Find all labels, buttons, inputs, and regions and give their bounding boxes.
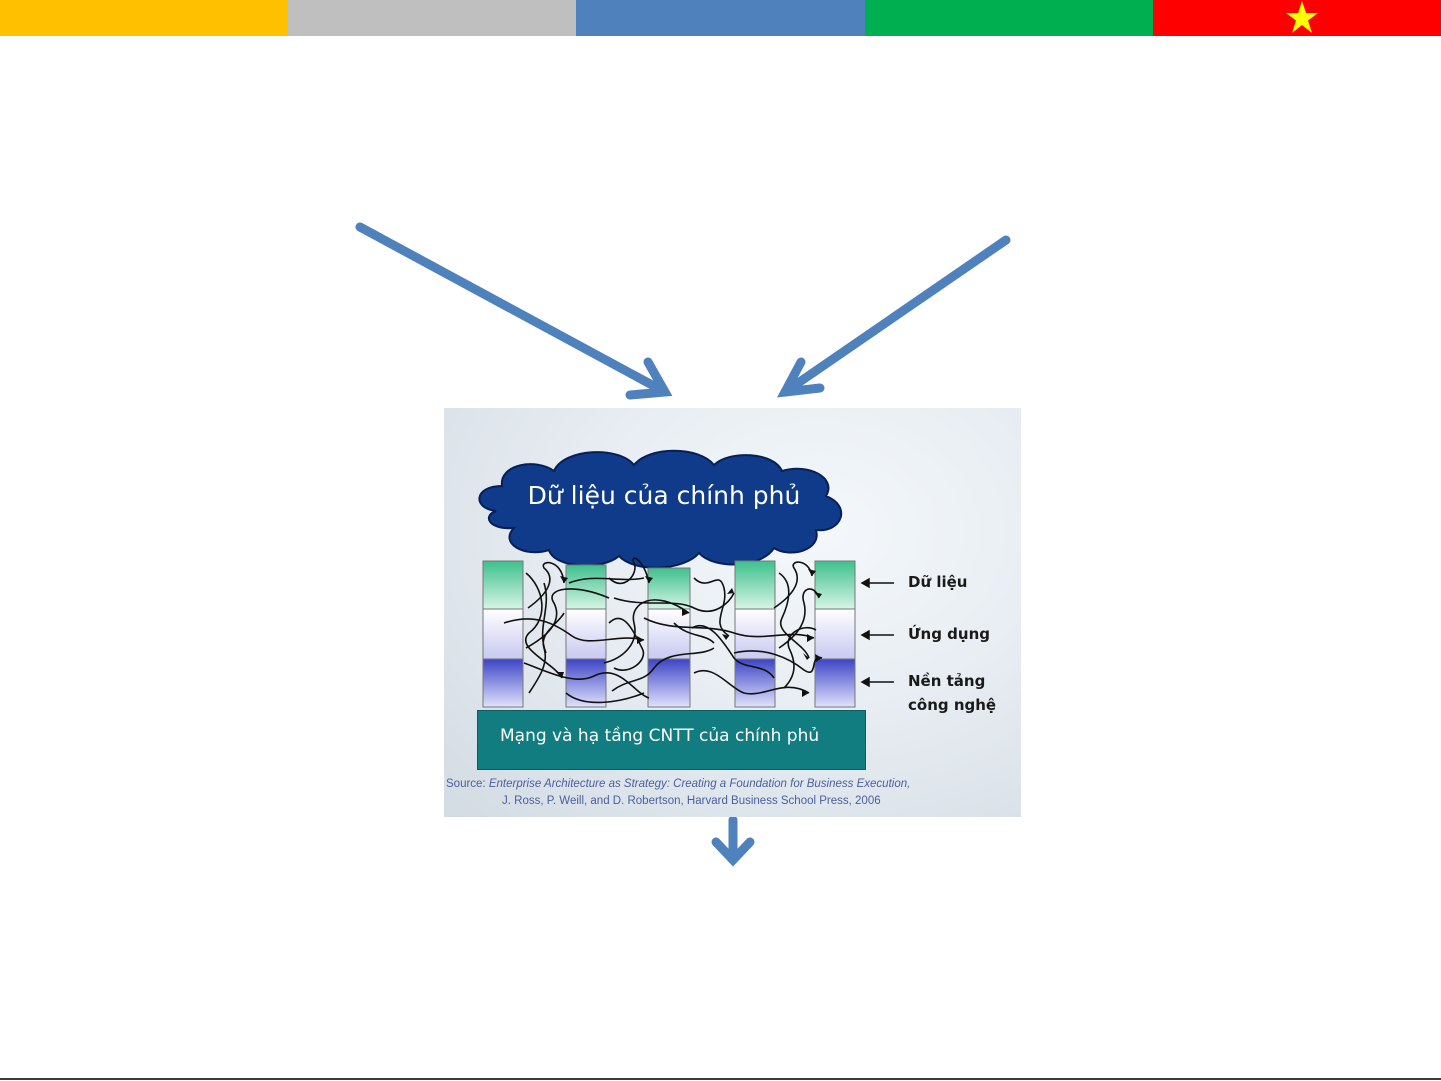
layer-pointer-arrows [862,579,894,686]
silo-5 [815,561,855,707]
network-label: Mạng và hạ tầng CNTT của chính phủ [500,726,819,746]
silo-3 [648,568,690,707]
arrow-from-left-icon [360,227,665,395]
silo-1 [483,561,523,707]
network-infrastructure-box: Mạng và hạ tầng CNTT của chính phủ [477,710,866,770]
silo-4 [735,561,775,707]
layer-label-application: Ứng dụng [908,622,990,646]
cloud-title: Dữ liệu của chính phủ [504,481,824,510]
arrow-from-right-icon [785,240,1006,392]
layer-label-platform: Nền tảng công nghệ [908,669,996,717]
source-title: Enterprise Architecture as Strategy: Cre… [489,778,910,790]
source-authors: J. Ross, P. Weill, and D. Robertson, Har… [446,793,1019,810]
layer-label-platform-line2: công nghệ [908,693,996,717]
arrow-down-icon [716,820,750,860]
bottom-divider [0,1078,1441,1080]
layer-label-data: Dữ liệu [908,570,968,594]
layer-label-platform-line1: Nền tảng [908,669,996,693]
source-citation: Source: Enterprise Architecture as Strat… [446,776,1019,810]
architecture-figure: Dữ liệu của chính phủ Dữ liệu Ứng dụng N… [444,408,1021,817]
source-prefix: Source: [446,778,486,790]
